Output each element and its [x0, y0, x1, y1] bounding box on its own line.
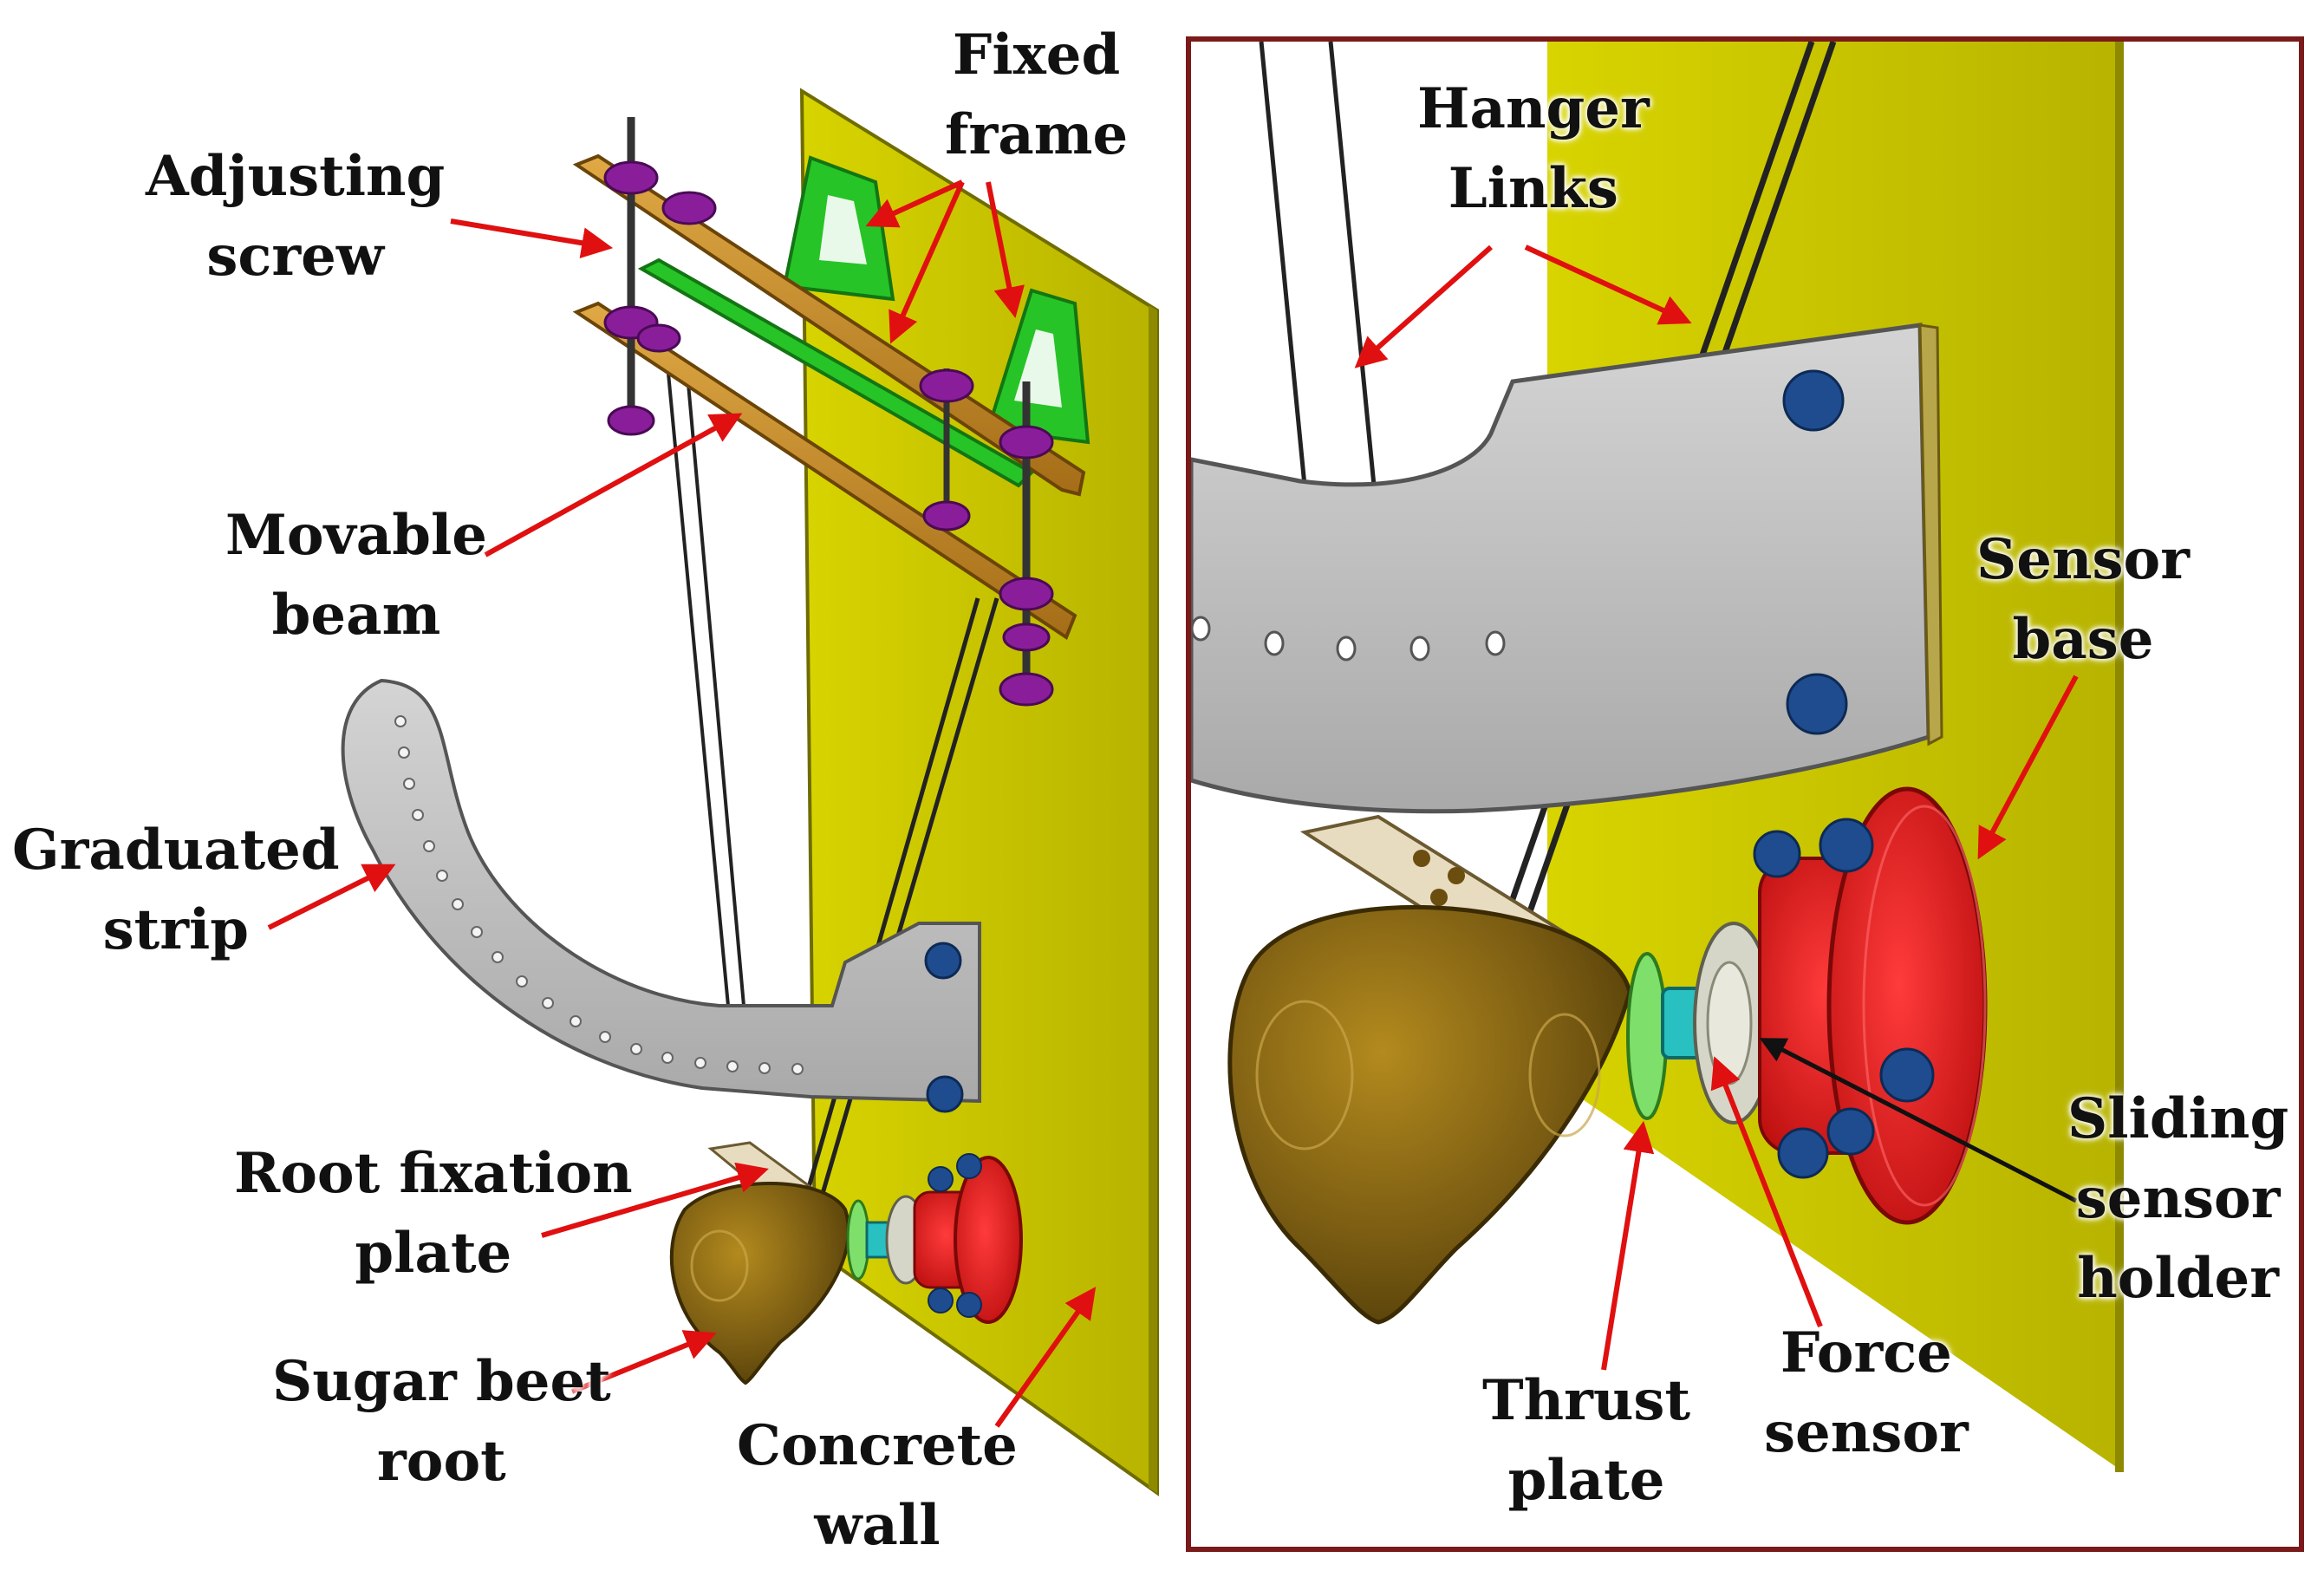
- label-sliding-sensor-holder: Sliding sensor holder: [2067, 1086, 2289, 1311]
- arrow-hanger-links-a: [1354, 244, 1493, 368]
- detail-wall-edge: [2115, 42, 2124, 1472]
- arrow-concrete-wall: [994, 1287, 1097, 1428]
- strip-bolts: [924, 942, 964, 1113]
- arrow-hanger-links-b: [1524, 244, 1692, 325]
- arrow-sliding-sensor-holder: [1759, 1038, 2078, 1203]
- hanger-link-left-a: [666, 363, 730, 1007]
- detail-inset: [1191, 42, 2124, 1547]
- fixed-frame-triangle-left-hole: [819, 195, 867, 264]
- detail-sliding-sensor-holder-inner: [1706, 961, 1753, 1085]
- movable-beam-wood: [572, 301, 1077, 641]
- arrow-thrust-plate: [1601, 1120, 1655, 1371]
- arrow-fixed-frame-b: [889, 180, 965, 344]
- arrow-adjusting-screw: [450, 218, 614, 259]
- graduated-strip: [341, 678, 981, 1104]
- label-concrete-wall: Concrete wall: [737, 1413, 1018, 1558]
- thrust-plate: [846, 1199, 870, 1281]
- adjusting-knobs: [603, 160, 1054, 707]
- label-thrust-plate: Thrust plate: [1482, 1368, 1690, 1513]
- detail-graduated-strip: [1191, 323, 1931, 814]
- detail-sensor-bolts: [1753, 818, 1935, 1179]
- overview-assembly: [341, 88, 1159, 1496]
- label-arrows: [267, 179, 2079, 1428]
- arrow-movable-beam: [484, 413, 743, 557]
- sugar-beet-root: [669, 1182, 850, 1385]
- detail-strip-holes: [1191, 616, 1506, 662]
- sensor-bolts: [928, 1153, 982, 1318]
- fixed-frame-bar: [637, 257, 1035, 488]
- arrow-sensor-base: [1977, 675, 2079, 860]
- adjusting-beam-top: [572, 153, 1086, 497]
- arrow-graduated-strip: [267, 864, 396, 930]
- label-movable-beam: Movable beam: [225, 503, 487, 648]
- label-sugar-beet-root: Sugar beet root: [272, 1349, 611, 1494]
- arrow-sugar-beet-root: [570, 1330, 717, 1394]
- arrow-force-sensor: [1710, 1056, 1823, 1328]
- label-fixed-frame: Fixed frame: [945, 23, 1129, 167]
- sensor-base-flange: [954, 1156, 1023, 1324]
- detail-strip-knobs: [1782, 369, 1848, 735]
- detail-thrust-plate: [1626, 952, 1668, 1120]
- label-adjusting-screw: Adjusting screw: [146, 144, 446, 289]
- label-force-sensor: Force sensor: [1764, 1320, 1969, 1465]
- detail-root-highlight-b: [1528, 1013, 1601, 1137]
- label-graduated-strip: Graduated strip: [12, 818, 340, 962]
- detail-hanger-left-b: [1328, 42, 1377, 486]
- arrow-root-fixation-plate: [541, 1162, 769, 1238]
- label-sensor-base: Sensor base: [1976, 527, 2190, 672]
- detail-hanger-left-a: [1259, 42, 1307, 486]
- graduated-strip-holes: [394, 715, 804, 1075]
- arrow-fixed-frame-c: [986, 181, 1025, 319]
- detail-sensor-base-flange-rim: [1862, 805, 1987, 1207]
- arrow-fixed-frame-a: [865, 179, 964, 228]
- detail-strip-bracket: [1918, 323, 1943, 746]
- hanger-link-left-b: [685, 363, 745, 1007]
- root-highlight: [690, 1229, 749, 1302]
- concrete-wall-edge: [1149, 305, 1157, 1493]
- detail-root-highlight-a: [1255, 1000, 1354, 1151]
- detail-plate-bolts: [1413, 850, 1465, 906]
- label-hanger-links: Hanger Links: [1417, 76, 1650, 221]
- label-root-fixation-plate: Root fixation plate: [234, 1141, 633, 1286]
